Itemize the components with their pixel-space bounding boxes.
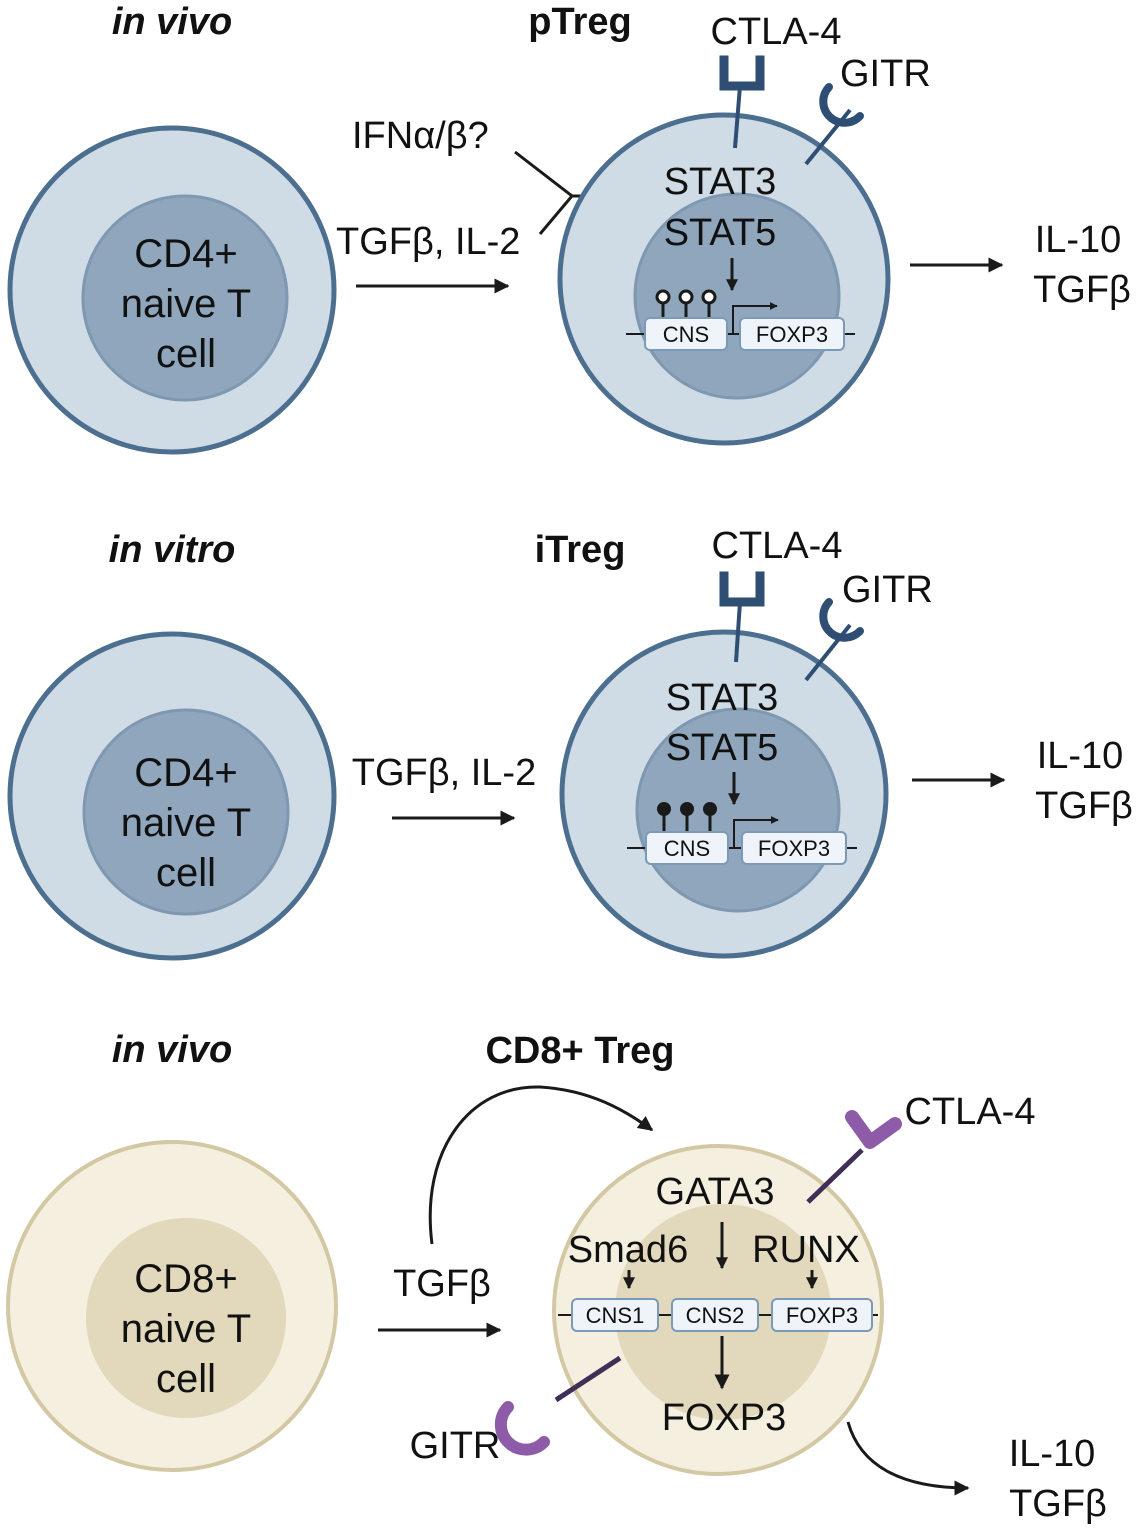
dna-locus: CNS1 CNS2 FOXP3 [558,1298,878,1332]
naive-cell-label-line3: cell [156,332,216,376]
gitr-receptor-icon [804,598,864,682]
stat3-label: STAT3 [664,161,777,203]
cns1-label: CNS1 [586,1303,645,1328]
dna-locus: CNS FOXP3 [627,802,857,865]
naive-cell-label-line1: CD8+ [134,1257,237,1301]
foxp3-protein-label: FOXP3 [662,1397,787,1439]
cytokine-label-1: IL-10 [1037,735,1124,777]
cns1-box [571,1298,659,1332]
stat5-label: STAT5 [664,212,777,254]
cns-box [645,831,729,865]
naive-cell-label-line2: naive T [121,801,251,845]
ifn-label: IFNα/β? [352,115,489,157]
ctla4-receptor-icon [806,1110,902,1204]
stat3-label: STAT3 [666,677,779,719]
foxp3-gene-label: FOXP3 [758,836,830,861]
smad6-label: Smad6 [568,1229,688,1271]
naive-cell-label-line3: cell [156,1357,216,1401]
cytokine-label-2: TGFβ [1033,269,1131,311]
gitr-receptor-icon [804,83,864,166]
ctla4-label: CTLA-4 [905,1091,1036,1133]
stimulus-label: TGFβ [393,1263,491,1305]
cell-nucleus [81,194,289,402]
dna-locus: CNS FOXP3 [626,289,855,351]
naive-cell: CD8+ naive T cell [6,1140,338,1472]
cns-label: CNS [663,322,709,347]
cytokine-label-2: TGFβ [1009,1483,1107,1525]
unmethylated-lollipop-icon [655,289,717,318]
naive-cell-label-line1: CD4+ [134,751,237,795]
cytokine-label-1: IL-10 [1009,1433,1096,1475]
ctla4-label: CTLA-4 [711,11,842,53]
runx-label: RUNX [752,1229,860,1271]
cytokine-label-1: IL-10 [1035,219,1122,261]
curved-stimulus-arrow [428,1085,654,1245]
stimulus-label: TGFβ, IL-2 [336,221,520,263]
cns-box [644,317,728,351]
gitr-label: GITR [840,53,931,95]
gitr-receptor-icon [494,1355,622,1456]
ctla4-receptor-icon [719,55,765,149]
cns-label: CNS [664,836,710,861]
stat5-label: STAT5 [666,727,779,769]
gitr-label: GITR [410,1425,501,1467]
ctla4-label: CTLA-4 [712,525,843,567]
naive-cell-label-line3: cell [156,851,216,895]
naive-cell-label-line2: naive T [121,282,251,326]
context-label: in vivo [112,1029,232,1071]
methylated-lollipop-icon [657,802,717,832]
panel-cd8-treg: in vivo CD8+ naive T cell TGFβ CD8+ Treg… [6,1029,1107,1525]
result-title: pTreg [528,1,631,43]
promoter-arrow [733,816,779,848]
naive-cell-label-line2: naive T [121,1307,251,1351]
result-title: CD8+ Treg [485,1030,674,1072]
cns2-box [671,1298,759,1332]
foxp3-gene-label: FOXP3 [756,322,828,347]
ctla4-receptor-icon [719,571,765,663]
panel-ptreg: in vivo CD4+ naive T cell IFNα/β? TGFβ, … [7,1,1131,455]
secretion-arrow [846,1421,970,1496]
context-label: in vitro [109,529,236,571]
cell-nucleus [86,1218,286,1418]
foxp3-box [739,317,845,351]
ifn-merge-line [514,150,575,235]
cell-nucleus [82,708,290,916]
panel-itreg: in vitro CD4+ naive T cell TGFβ, IL-2 iT… [7,525,1133,961]
context-label: in vivo [112,1,232,43]
gitr-label: GITR [842,569,933,611]
naive-cell: CD4+ naive T cell [7,125,337,455]
naive-cell-label-line1: CD4+ [134,232,237,276]
cns2-label: CNS2 [686,1303,745,1328]
gata3-label: GATA3 [656,1171,775,1213]
stimulus-label: TGFβ, IL-2 [352,752,536,794]
cytokine-label-2: TGFβ [1035,785,1133,827]
foxp3-gene-label: FOXP3 [786,1303,858,1328]
foxp3-box [741,831,847,865]
naive-cell: CD4+ naive T cell [7,631,337,961]
promoter-arrow [732,302,778,334]
foxp3-box [771,1298,873,1332]
result-title: iTreg [535,529,626,571]
